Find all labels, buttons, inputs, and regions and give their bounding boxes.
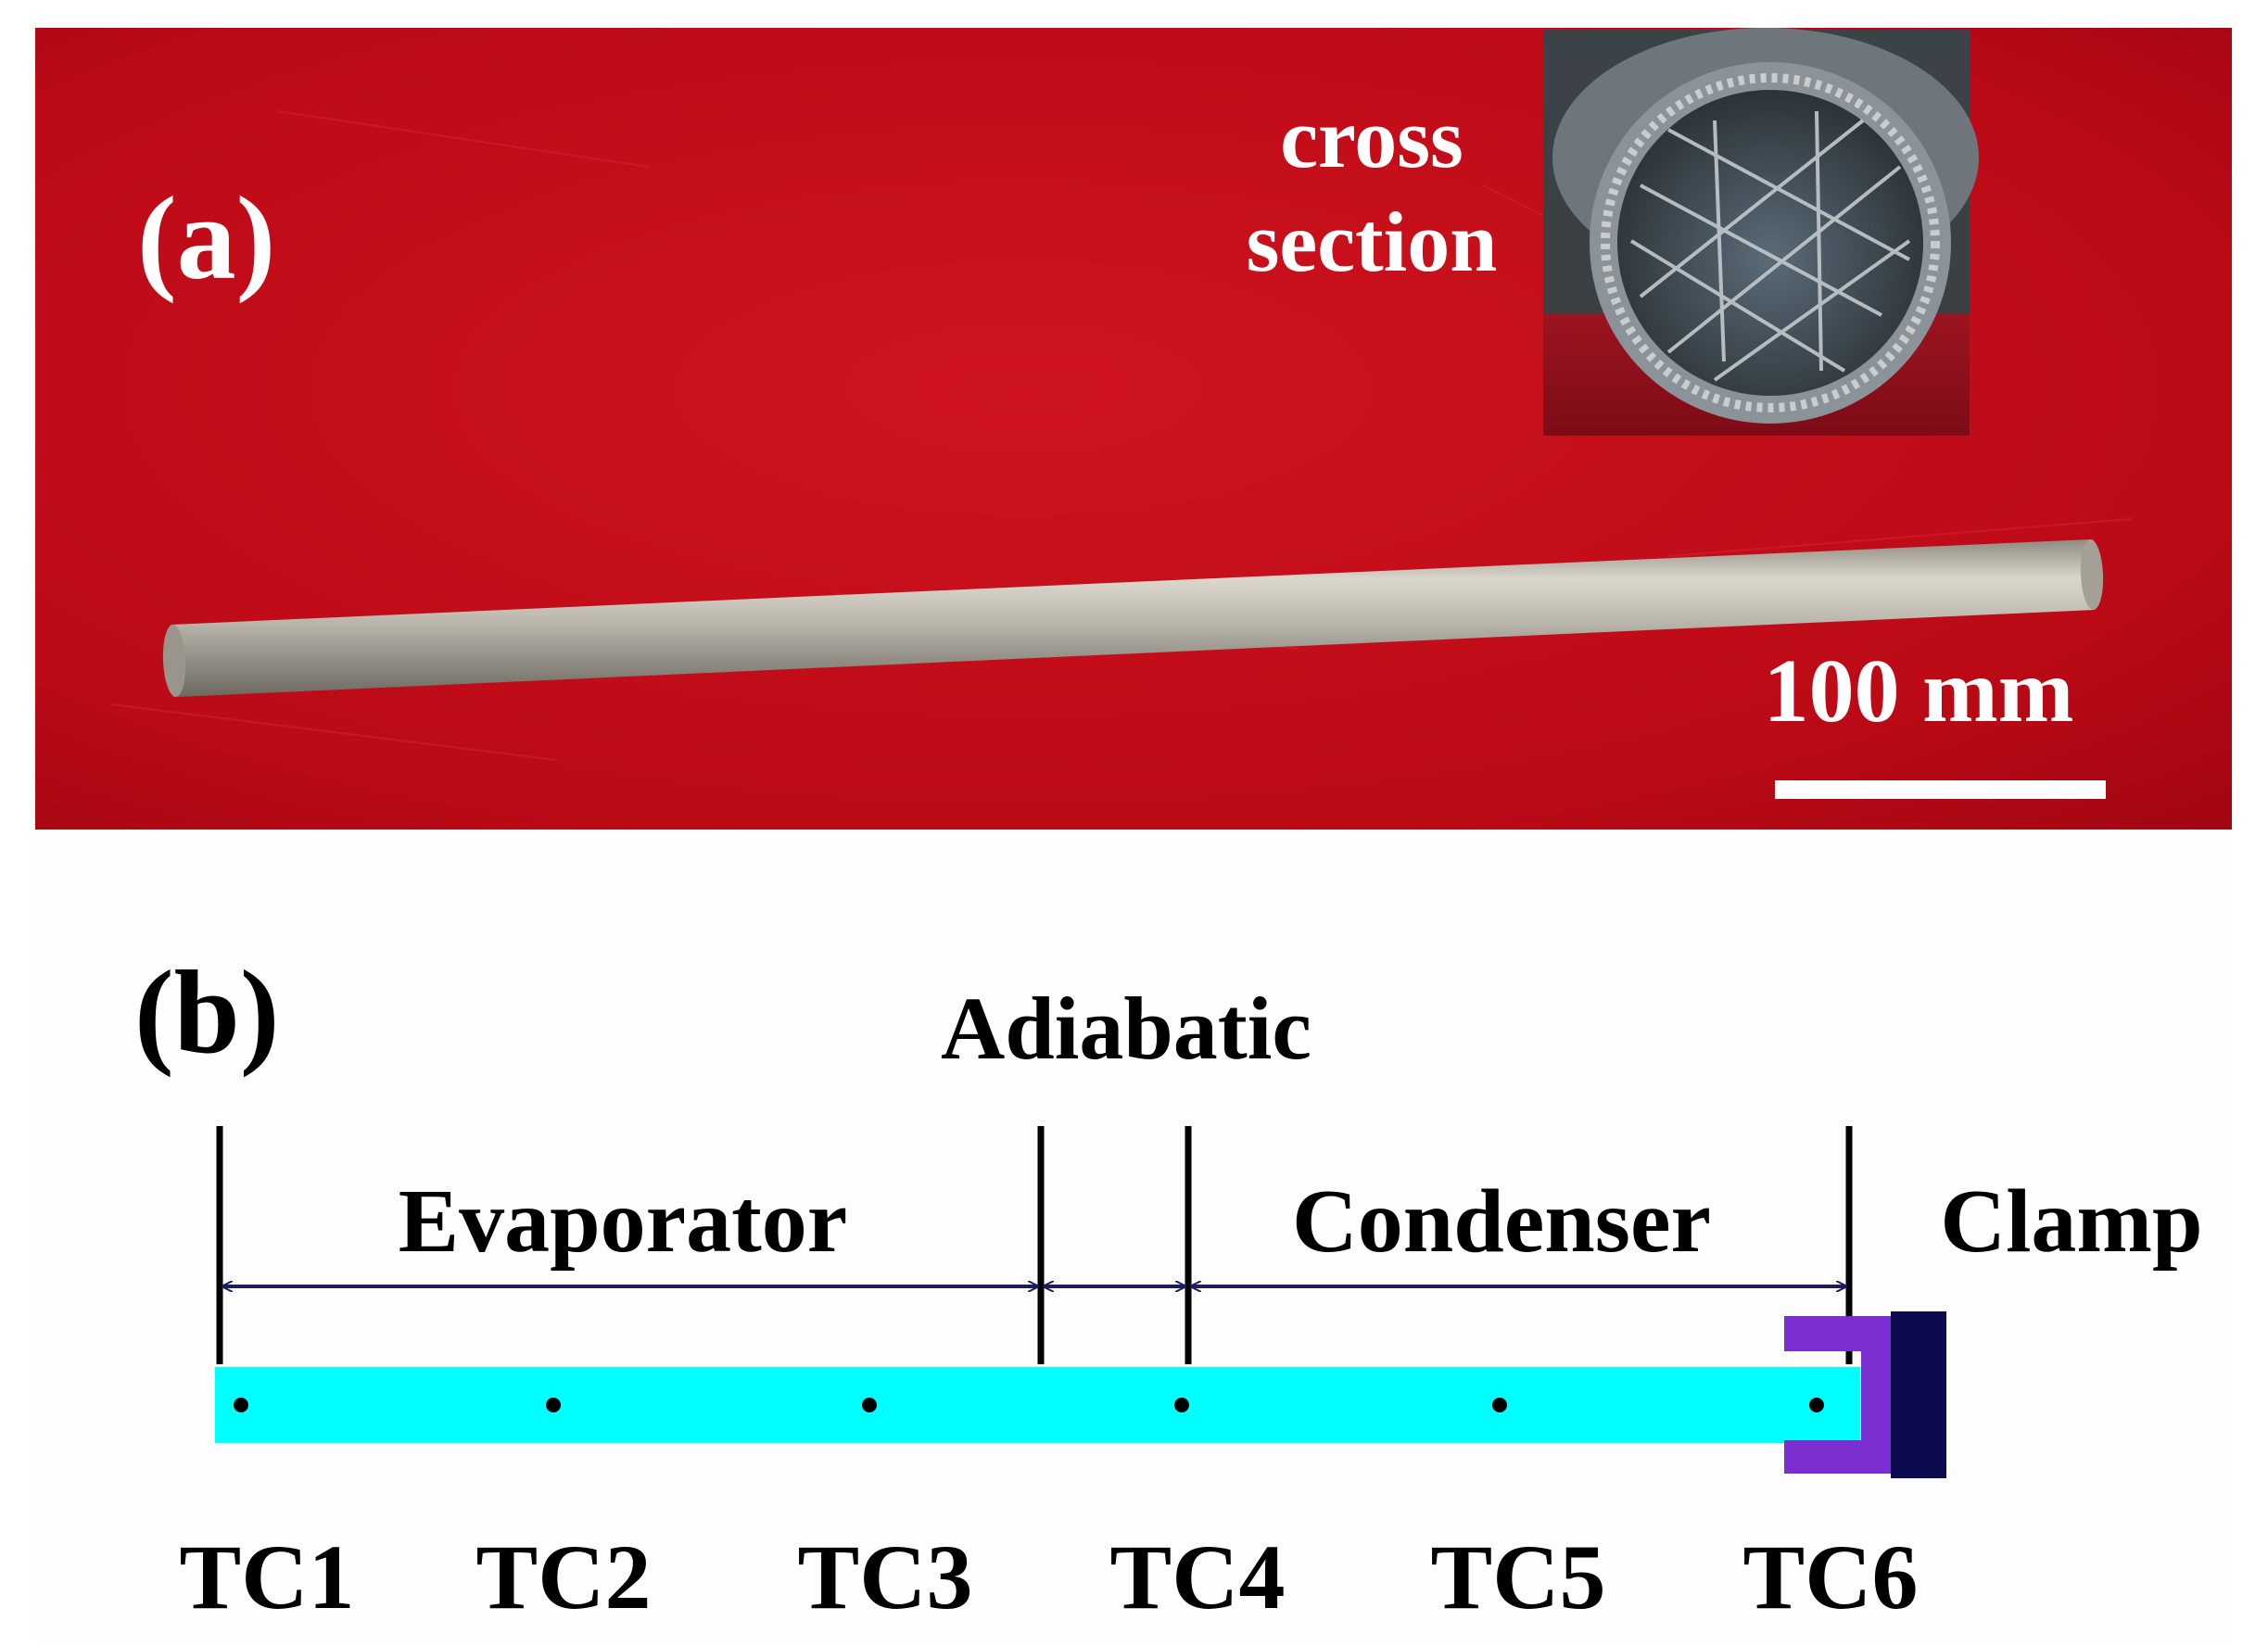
evaporator-label: Evaporator	[399, 1171, 848, 1272]
heat-pipe-rod	[162, 539, 2104, 697]
inset-caption-section: section	[1247, 195, 1498, 289]
tc3-label: TC3	[798, 1526, 973, 1628]
tc4-label: TC4	[1110, 1526, 1286, 1628]
tc5-label: TC5	[1431, 1526, 1606, 1628]
clamp-inner-bracket	[1784, 1316, 1891, 1474]
schematic-background	[35, 839, 2232, 1640]
tc1-label: TC1	[180, 1526, 355, 1628]
inset-caption-cross: cross	[1280, 91, 1463, 185]
panel-b-label: (b)	[134, 946, 279, 1078]
thermocouple-labels: TC1 TC2 TC3 TC4 TC5 TC6	[180, 1526, 1919, 1628]
tc1-point	[234, 1398, 248, 1412]
panel-b-schematic: (b) Adiabatic Evaporator Condenser Clamp	[35, 839, 2232, 1640]
scale-bar: 100 mm	[1764, 641, 2106, 799]
thermocouple-points	[234, 1398, 1824, 1412]
cross-section-inset	[1543, 28, 1979, 436]
tc2-point	[546, 1398, 561, 1412]
heat-pipe-body	[215, 1367, 1860, 1443]
clamp	[1784, 1311, 1946, 1478]
panel-a-photo: (a) cross section 100 mm	[35, 28, 2232, 829]
adiabatic-label: Adiabatic	[941, 979, 1311, 1078]
clamp-outer-block	[1891, 1311, 1946, 1478]
scale-bar-line	[1775, 780, 2106, 799]
lattice-wick	[1629, 110, 1911, 382]
tc6-point	[1809, 1398, 1824, 1412]
tc6-label: TC6	[1743, 1526, 1919, 1628]
scale-bar-label: 100 mm	[1764, 641, 2074, 741]
tc4-point	[1174, 1398, 1189, 1412]
tc3-point	[862, 1398, 877, 1412]
tc2-label: TC2	[476, 1526, 652, 1628]
condenser-label: Condenser	[1292, 1171, 1711, 1272]
clamp-label: Clamp	[1940, 1171, 2202, 1272]
tc5-point	[1492, 1398, 1507, 1412]
panel-a-label: (a)	[137, 172, 275, 304]
